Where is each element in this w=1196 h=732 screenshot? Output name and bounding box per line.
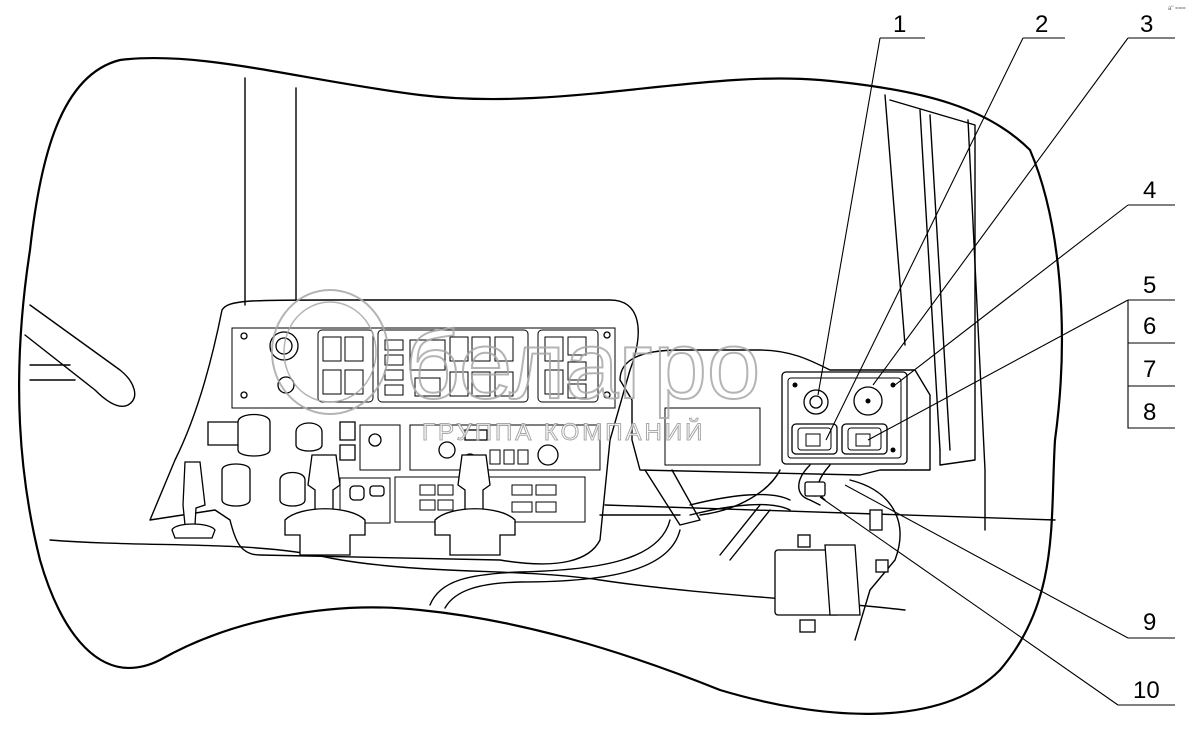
floor [49,504,1056,611]
leader-lines [817,37,1175,706]
callout-5: 5 [1143,272,1156,299]
control-console [149,299,639,565]
socket-left [791,423,838,455]
watermark: белагро ГРУППА КОМПАНИЙ [271,289,761,447]
drawing-outline [18,56,1063,715]
callout-8: 8 [1143,399,1156,426]
corner-mark: a" === [1168,6,1186,12]
watermark-logo: белагро [405,312,760,419]
pillar-left [244,77,297,306]
callout-1: 1 [893,11,906,38]
socket-right [841,423,888,455]
callout-10: 10 [1133,677,1160,704]
callout-7: 7 [1143,356,1156,383]
callout-6: 6 [1143,313,1156,340]
cab-wall [889,99,976,466]
callout-table [1127,299,1175,429]
steering-wheel [24,304,136,407]
callout-3: 3 [1140,11,1153,38]
callout-9: 9 [1143,609,1156,636]
watermark-caption: ГРУППА КОМПАНИЙ [422,418,705,446]
cable-assembly [429,464,901,641]
socket-housing [619,349,931,476]
callout-2: 2 [1035,11,1048,38]
callout-4: 4 [1143,177,1156,204]
pillar-right [884,94,986,531]
